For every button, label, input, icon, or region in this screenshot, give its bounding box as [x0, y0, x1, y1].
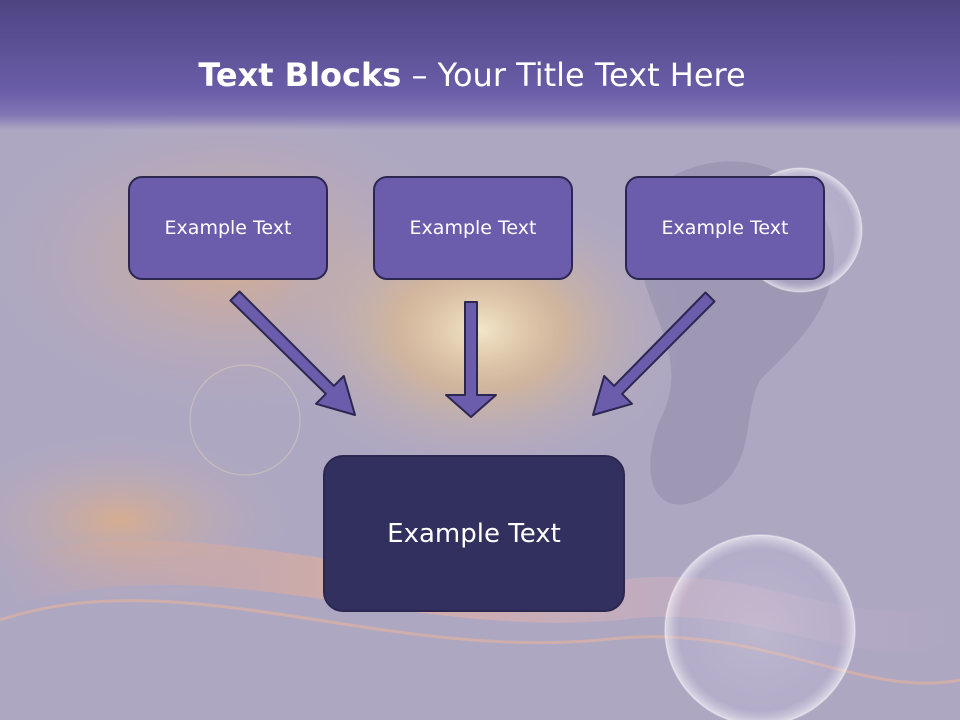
top-box-2-label: Example Text [409, 217, 537, 239]
slide-title: Text Blocks – Your Title Text Here [0, 54, 944, 96]
top-text-box-1: Example Text [128, 176, 328, 280]
top-box-1-label: Example Text [164, 217, 292, 239]
top-box-3-label: Example Text [661, 217, 789, 239]
bottom-text-box: Example Text [323, 455, 625, 612]
bottom-box-label: Example Text [387, 518, 561, 549]
arrow-right-diagonal [592, 291, 716, 416]
top-text-box-3: Example Text [625, 176, 825, 280]
title-bold-text: Text Blocks [198, 56, 402, 94]
title-band [0, 0, 960, 130]
title-dash: – [401, 56, 438, 94]
arrow-left-diagonal [229, 290, 356, 416]
title-regular-text: Your Title Text Here [437, 56, 746, 94]
arrow-center-down [445, 301, 497, 418]
top-text-box-2: Example Text [373, 176, 573, 280]
